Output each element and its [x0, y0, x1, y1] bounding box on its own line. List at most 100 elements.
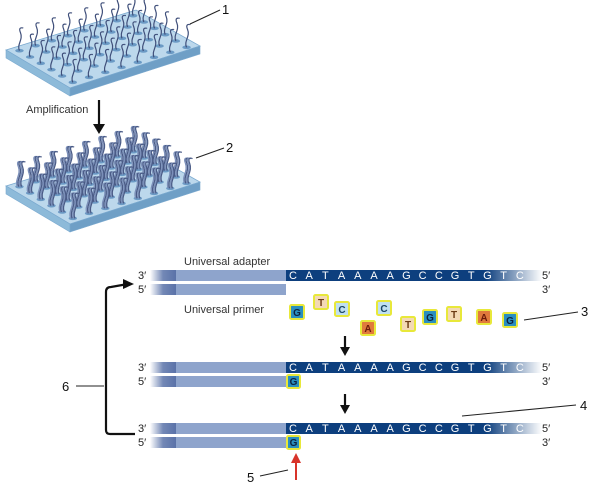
leader-line-3 — [523, 311, 579, 321]
template-base: C — [419, 423, 427, 435]
five-prime-label-right: 5′ — [542, 423, 550, 435]
label-6: 6 — [62, 379, 69, 394]
template-base: T — [468, 423, 475, 435]
universal-adapter-label: Universal adapter — [184, 256, 271, 268]
free-nucleotide: G — [289, 304, 305, 320]
free-nucleotide: T — [400, 316, 416, 332]
template-base: C — [516, 423, 524, 435]
dna-cluster — [112, 0, 122, 23]
three-prime-label-right: 3′ — [542, 284, 550, 296]
template-base: A — [354, 270, 362, 282]
five-prime-label-left: 5′ — [138, 437, 146, 449]
five-prime-label-right: 5′ — [542, 362, 550, 374]
template-base: G — [402, 270, 411, 282]
template-base: A — [306, 362, 314, 374]
template-base: A — [354, 362, 362, 374]
svg-text:T: T — [451, 310, 457, 321]
dna-cluster — [101, 153, 112, 182]
template-base: A — [387, 423, 395, 435]
template-base: C — [289, 270, 297, 282]
slide-top-surface — [5, 9, 201, 89]
template-base: G — [483, 362, 492, 374]
free-nucleotide: A — [360, 320, 376, 336]
leader-line-5 — [259, 469, 289, 477]
template-base: A — [387, 270, 395, 282]
template-base: T — [468, 270, 475, 282]
incorporated-nucleotide: G — [286, 435, 301, 450]
template-base: A — [370, 270, 378, 282]
dna-cluster — [149, 167, 161, 196]
svg-text:G: G — [506, 316, 514, 327]
dna-cluster — [84, 187, 96, 216]
template-base: A — [370, 362, 378, 374]
template-base: T — [322, 270, 329, 282]
amplification-arrowhead — [93, 124, 105, 134]
template-base: T — [500, 362, 507, 374]
slide-right-edge — [69, 45, 201, 97]
template-base: G — [451, 270, 460, 282]
template-base: C — [516, 362, 524, 374]
free-nucleotide: G — [422, 309, 438, 325]
template-base: A — [338, 423, 346, 435]
leader-line-2 — [195, 147, 225, 159]
svg-text:G: G — [293, 308, 301, 319]
incorporated-nucleotide: G — [286, 374, 301, 389]
dna-cluster — [139, 0, 149, 24]
step-arrow-1-head — [340, 347, 350, 356]
svg-text:A: A — [364, 324, 371, 335]
label-5: 5 — [247, 470, 254, 485]
template-base: G — [402, 362, 411, 374]
template-base: C — [435, 270, 443, 282]
svg-text:G: G — [290, 438, 298, 449]
label-3: 3 — [581, 304, 588, 319]
template-base: T — [468, 362, 475, 374]
template-base: A — [354, 423, 362, 435]
template-base: G — [451, 423, 460, 435]
template-base: C — [289, 362, 297, 374]
template-base: T — [500, 270, 507, 282]
template-base: C — [419, 270, 427, 282]
template-base: G — [483, 423, 492, 435]
template-base: A — [338, 362, 346, 374]
template-base: A — [370, 423, 378, 435]
dna-cluster — [57, 186, 69, 214]
template-base: T — [322, 423, 329, 435]
svg-text:G: G — [426, 313, 434, 324]
free-nucleotide: C — [376, 300, 392, 316]
template-base: G — [402, 423, 411, 435]
label-4: 4 — [580, 398, 587, 413]
three-prime-label-right: 3′ — [542, 376, 550, 388]
template-base: A — [306, 270, 314, 282]
three-prime-label-right: 3′ — [542, 437, 550, 449]
free-nucleotide: T — [313, 294, 329, 310]
template-base: T — [500, 423, 507, 435]
three-prime-label-left: 3′ — [138, 270, 146, 282]
template-base: A — [387, 362, 395, 374]
three-prime-label-left: 3′ — [138, 362, 146, 374]
template-base: T — [322, 362, 329, 374]
flow-cell-slide-1 — [5, 0, 201, 97]
template-base: A — [306, 423, 314, 435]
dna-cluster — [74, 181, 85, 209]
template-base: C — [419, 362, 427, 374]
template-base: C — [516, 270, 524, 282]
template-base: C — [435, 362, 443, 374]
label-2: 2 — [226, 140, 233, 155]
leader-line-4 — [461, 404, 577, 417]
dna-cluster — [133, 172, 144, 201]
five-prime-label-left: 5′ — [138, 376, 146, 388]
dna-cluster — [25, 167, 37, 195]
leader-line-1 — [189, 9, 221, 25]
template-base: G — [451, 362, 460, 374]
svg-text:C: C — [380, 304, 387, 315]
step-arrow-2-head — [340, 405, 350, 414]
universal-primer-label: Universal primer — [184, 304, 264, 316]
free-nucleotide: C — [334, 301, 350, 317]
